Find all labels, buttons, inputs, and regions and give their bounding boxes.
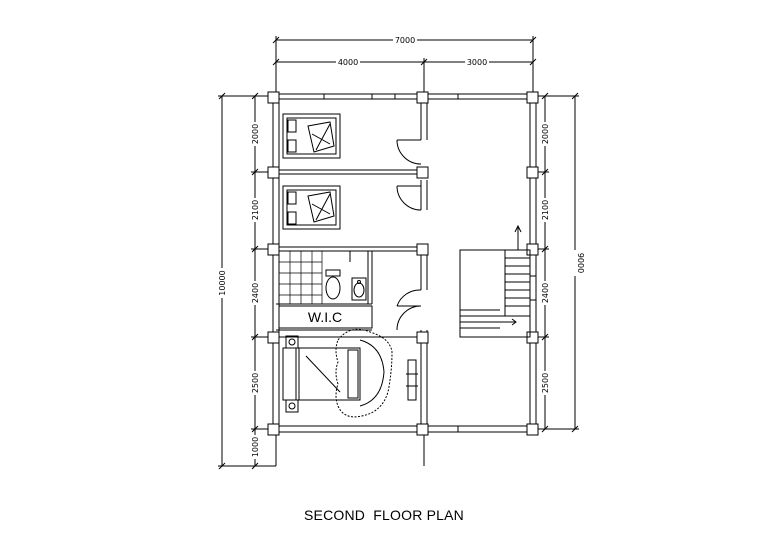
side-furniture [282,335,300,413]
dim-left-total: 10000 [218,270,227,295]
bed-lower-room [282,185,341,230]
toilet [325,269,341,300]
dim-right-4: 2500 [541,373,550,393]
tv-unit [406,359,418,401]
wic-label: W.I.C [308,309,342,325]
drawing-caption: SECOND FLOOR PLAN [304,507,464,523]
bed-upper-room [282,113,341,159]
dim-left-4: 2500 [251,373,260,393]
exterior-walls [272,93,537,466]
columns [267,91,539,436]
doors [396,139,422,331]
dim-right-2: 2100 [541,200,550,220]
dim-top-right: 3000 [467,58,487,67]
dim-top-total: 7000 [395,36,415,45]
dim-right-3: 2400 [541,283,550,303]
dim-right-total: 9000 [576,253,585,273]
wic-room [278,305,373,329]
bathroom-tile-grid [279,251,323,304]
dimension-labels: 7000 4000 3000 10000 2000 2100 2400 2500… [217,35,585,459]
dim-left-5: 1000 [251,437,260,457]
dim-left-1: 2000 [251,124,260,144]
dim-left-2: 2100 [251,200,260,220]
master-bed [295,328,393,418]
left-dimension-lines [218,92,276,470]
dim-left-3: 2400 [251,283,260,303]
dim-top-left: 4000 [338,58,358,67]
washbasin [351,277,367,301]
dim-right-1: 2000 [541,124,550,144]
staircase [459,224,531,338]
